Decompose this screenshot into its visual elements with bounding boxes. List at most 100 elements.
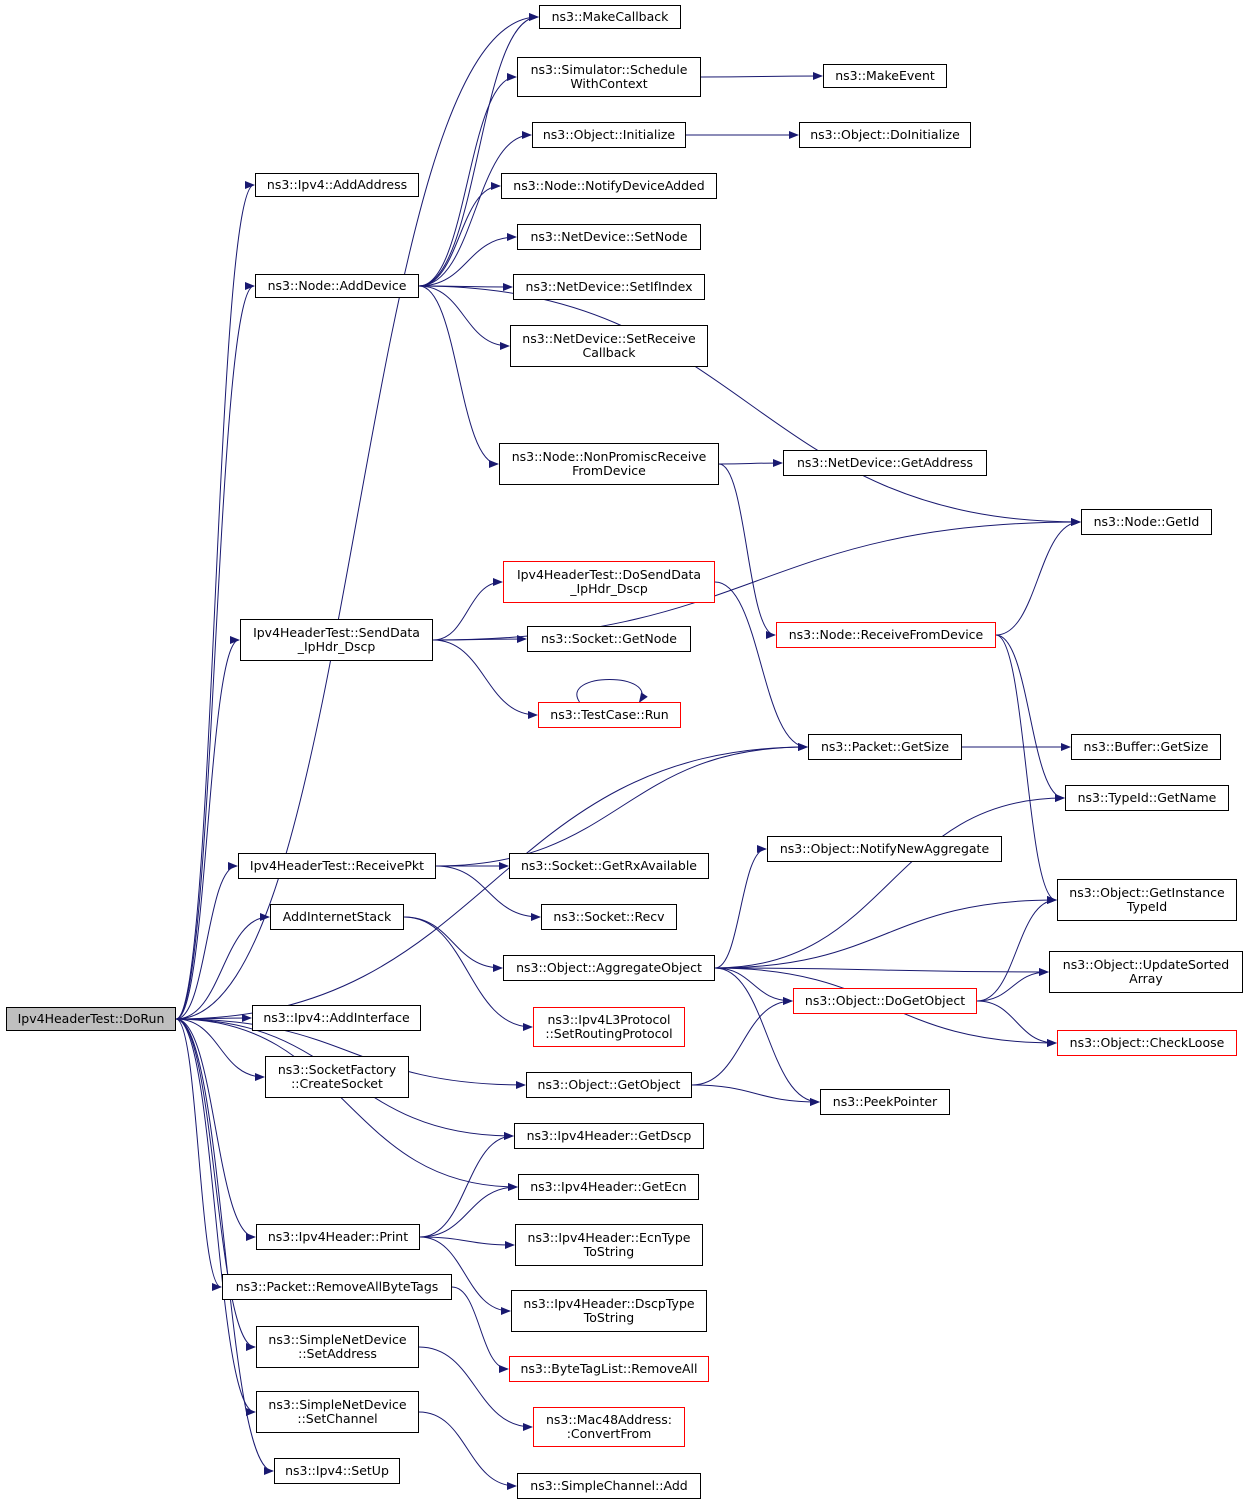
edge-aggregate-object-to-typeid-getname (714, 794, 1065, 969)
edge-receive-from-device-to-typeid-getname (995, 634, 1065, 802)
node-simplenetdevice-setchannel[interactable]: ns3::SimpleNetDevice ::SetChannel (256, 1391, 419, 1433)
edge-node-adddevice-to-object-initialize (418, 131, 532, 287)
node-netdevice-setnode[interactable]: ns3::NetDevice::SetNode (517, 224, 701, 250)
node-simplenetdevice-setaddress[interactable]: ns3::SimpleNetDevice ::SetAddress (256, 1326, 419, 1368)
edge-dogetobject-to-get-instance-typeid (976, 896, 1057, 1002)
node-aggregate-object[interactable]: ns3::Object::AggregateObject (503, 955, 715, 981)
node-peekpointer[interactable]: ns3::PeekPointer (820, 1089, 950, 1115)
edge-root-to-addinternetstack (175, 913, 270, 1020)
node-nonpromisc-receive[interactable]: ns3::Node::NonPromiscReceive FromDevice (499, 443, 719, 485)
node-object-initialize[interactable]: ns3::Object::Initialize (532, 122, 686, 148)
edge-root-to-receivepkt (175, 862, 238, 1020)
edge-simplenetdevice-setchannel-to-simplechannel-add (418, 1411, 517, 1490)
node-ipv4header-print[interactable]: ns3::Ipv4Header::Print (256, 1224, 420, 1250)
node-ipv4-addinterface[interactable]: ns3::Ipv4::AddInterface (252, 1005, 421, 1031)
node-root[interactable]: Ipv4HeaderTest::DoRun (6, 1007, 176, 1031)
node-makeevent[interactable]: ns3::MakeEvent (823, 64, 947, 88)
edge-aggregate-object-to-notify-new-aggregate (714, 845, 767, 969)
edge-ipv4header-print-to-ecntype-tostring (419, 1236, 515, 1249)
node-object-doinitialize[interactable]: ns3::Object::DoInitialize (799, 122, 971, 148)
node-socket-getnode[interactable]: ns3::Socket::GetNode (527, 626, 691, 652)
edge-object-getobject-to-peekpointer (691, 1084, 820, 1106)
edge-nonpromisc-receive-to-netdevice-getaddress (718, 459, 783, 468)
node-makecallback[interactable]: ns3::MakeCallback (539, 5, 681, 29)
edge-root-to-ipv4-setup (175, 1018, 274, 1475)
node-bytetaglist-removeall[interactable]: ns3::ByteTagList::RemoveAll (509, 1356, 709, 1382)
node-packet-removeallbytetags[interactable]: ns3::Packet::RemoveAllByteTags (222, 1274, 452, 1300)
edge-aggregate-object-to-dogetobject (714, 967, 793, 1005)
edge-root-to-node-adddevice (175, 282, 255, 1020)
node-get-instance-typeid[interactable]: ns3::Object::GetInstance TypeId (1057, 879, 1237, 921)
edge-node-adddevice-to-netdevice-setreceivecallback (418, 285, 510, 350)
node-netdevice-setifindex[interactable]: ns3::NetDevice::SetIfIndex (513, 274, 705, 300)
edge-senddata-to-dosenddata (432, 578, 503, 641)
node-buffer-getsize[interactable]: ns3::Buffer::GetSize (1071, 734, 1221, 760)
node-packet-getsize[interactable]: ns3::Packet::GetSize (808, 734, 962, 760)
edge-senddata-to-testcase-run (432, 639, 538, 719)
edge-root-to-packet-getsize (175, 743, 808, 1020)
node-dosenddata[interactable]: Ipv4HeaderTest::DoSendData _IpHdr_Dscp (503, 561, 715, 603)
node-socket-recv[interactable]: ns3::Socket::Recv (541, 904, 677, 930)
edge-node-adddevice-to-netdevice-setnode (418, 233, 517, 287)
node-socket-getrxavailable[interactable]: ns3::Socket::GetRxAvailable (509, 853, 709, 879)
edge-root-to-senddata (175, 636, 240, 1020)
edge-root-to-object-getobject (175, 1018, 526, 1089)
edge-node-adddevice-to-nonpromisc-receive (418, 285, 499, 468)
node-mac48-convertfrom[interactable]: ns3::Mac48Address: :ConvertFrom (533, 1407, 685, 1447)
node-check-loose[interactable]: ns3::Object::CheckLoose (1057, 1030, 1237, 1056)
edge-ipv4header-print-to-ipv4header-getecn (419, 1183, 518, 1238)
edge-root-to-socketfactory-createsocket (175, 1018, 265, 1081)
node-socketfactory-createsocket[interactable]: ns3::SocketFactory ::CreateSocket (265, 1056, 409, 1098)
edge-aggregate-object-to-get-instance-typeid (714, 896, 1057, 969)
node-ecntype-tostring[interactable]: ns3::Ipv4Header::EcnType ToString (515, 1224, 703, 1266)
edge-root-to-ipv4header-getecn (175, 1018, 518, 1191)
node-set-routing-protocol[interactable]: ns3::Ipv4L3Protocol ::SetRoutingProtocol (533, 1007, 685, 1047)
node-notify-device-added[interactable]: ns3::Node::NotifyDeviceAdded (501, 173, 717, 199)
node-node-getid[interactable]: ns3::Node::GetId (1081, 509, 1212, 535)
edge-root-to-simplenetdevice-setaddress (175, 1018, 256, 1351)
node-addinternetstack[interactable]: AddInternetStack (270, 904, 404, 930)
node-update-sorted-array[interactable]: ns3::Object::UpdateSorted Array (1049, 951, 1243, 993)
edge-object-getobject-to-dogetobject (691, 997, 793, 1086)
node-senddata[interactable]: Ipv4HeaderTest::SendData _IpHdr_Dscp (240, 619, 433, 661)
edge-aggregate-object-to-peekpointer (714, 967, 820, 1106)
node-ipv4-setup[interactable]: ns3::Ipv4::SetUp (274, 1458, 400, 1484)
edge-node-adddevice-to-makecallback (418, 13, 539, 287)
node-schedule-with-context[interactable]: ns3::Simulator::Schedule WithContext (517, 57, 701, 97)
edge-root-to-packet-removeallbytetags (175, 1018, 222, 1291)
edge-nonpromisc-receive-to-receive-from-device (718, 463, 776, 639)
edge-dogetobject-to-check-loose (976, 1000, 1057, 1047)
node-netdevice-setreceivecallback[interactable]: ns3::NetDevice::SetReceive Callback (510, 325, 708, 367)
edge-testcase-run-to-testcase-run (576, 679, 648, 703)
node-notify-new-aggregate[interactable]: ns3::Object::NotifyNewAggregate (767, 836, 1002, 862)
node-ipv4header-getecn[interactable]: ns3::Ipv4Header::GetEcn (518, 1174, 699, 1200)
edge-schedule-with-context-to-makeevent (700, 72, 823, 81)
edge-root-to-ipv4header-print (175, 1018, 256, 1241)
edge-receive-from-device-to-get-instance-typeid (995, 634, 1057, 904)
edge-dogetobject-to-update-sorted-array (976, 968, 1049, 1002)
edge-receivepkt-to-packet-getsize (435, 743, 808, 867)
node-node-adddevice[interactable]: ns3::Node::AddDevice (255, 274, 419, 298)
node-receivepkt[interactable]: Ipv4HeaderTest::ReceivePkt (238, 853, 436, 879)
edge-packet-removeallbytetags-to-bytetaglist-removeall (451, 1286, 509, 1373)
edge-addinternetstack-to-set-routing-protocol (403, 916, 533, 1031)
node-object-getobject[interactable]: ns3::Object::GetObject (526, 1072, 692, 1098)
node-dscptype-tostring[interactable]: ns3::Ipv4Header::DscpType ToString (511, 1290, 707, 1332)
node-testcase-run[interactable]: ns3::TestCase::Run (538, 702, 681, 728)
edge-simplenetdevice-setaddress-to-mac48-convertfrom (418, 1346, 533, 1431)
node-receive-from-device[interactable]: ns3::Node::ReceiveFromDevice (776, 622, 996, 648)
node-ipv4-addaddress[interactable]: ns3::Ipv4::AddAddress (255, 173, 419, 197)
edge-root-to-makecallback (175, 13, 539, 1020)
edge-ipv4header-print-to-dscptype-tostring (419, 1236, 511, 1315)
node-typeid-getname[interactable]: ns3::TypeId::GetName (1065, 785, 1229, 811)
edge-node-adddevice-to-notify-device-added (418, 182, 501, 287)
node-netdevice-getaddress[interactable]: ns3::NetDevice::GetAddress (783, 450, 987, 476)
edge-dosenddata-to-packet-getsize (714, 581, 808, 751)
node-ipv4header-getdscp[interactable]: ns3::Ipv4Header::GetDscp (514, 1123, 704, 1149)
edge-aggregate-object-to-update-sorted-array (714, 967, 1049, 976)
edge-receivepkt-to-socket-recv (435, 865, 541, 921)
edge-ipv4header-print-to-ipv4header-getdscp (419, 1132, 514, 1238)
node-dogetobject[interactable]: ns3::Object::DoGetObject (793, 988, 977, 1014)
node-simplechannel-add[interactable]: ns3::SimpleChannel::Add (517, 1473, 701, 1499)
